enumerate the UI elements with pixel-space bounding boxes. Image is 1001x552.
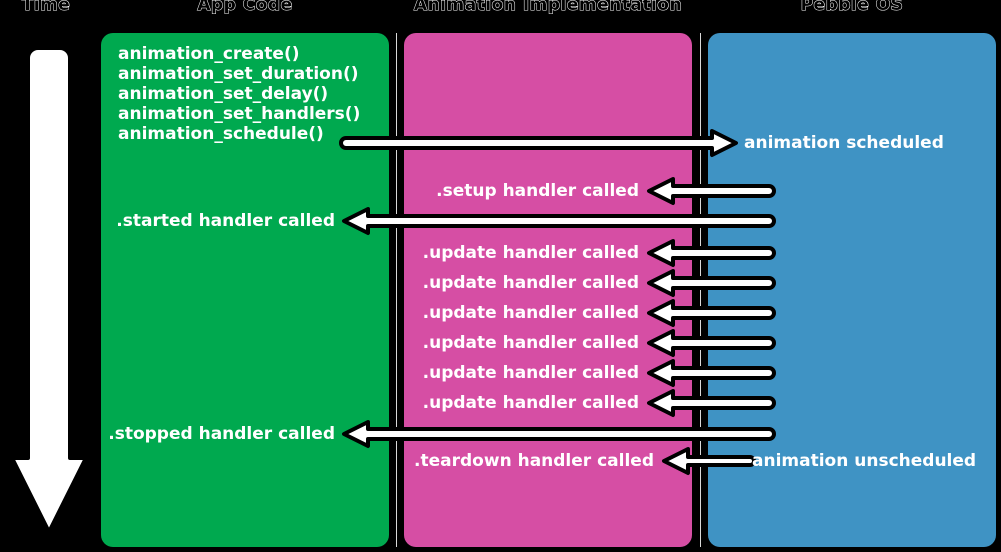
message-arrow-update-handler [645, 298, 776, 328]
message-arrow-update-handler [645, 238, 776, 268]
message-label-update-handler: .update handler called [422, 273, 639, 293]
message-arrow-update-handler [645, 358, 776, 388]
message-label-update-handler: .update handler called [422, 303, 639, 323]
app-code-call: animation_set_handlers() [118, 104, 361, 124]
app-code-call: animation_create() [118, 44, 300, 64]
app-code-call: animation_set_duration() [118, 64, 359, 84]
message-label-update-handler: .update handler called [422, 333, 639, 353]
app-code-call: animation_set_delay() [118, 84, 329, 104]
message-label-started-handler: .started handler called [116, 211, 335, 231]
message-arrow-animation-scheduled [339, 128, 740, 158]
message-arrow-setup-handler [645, 176, 776, 206]
lane-animation-implementation [404, 33, 692, 547]
column-header-time: Time [21, 0, 71, 16]
lane-app-code [101, 33, 389, 547]
message-arrow-update-handler [645, 268, 776, 298]
message-arrow-update-handler [645, 328, 776, 358]
message-arrow-update-handler [645, 388, 776, 418]
message-label-animation-scheduled: animation scheduled [744, 133, 944, 153]
message-label-update-handler: .update handler called [422, 243, 639, 263]
column-header-pebble-os: Pebble OS [800, 0, 904, 16]
app-code-call: animation_schedule() [118, 124, 324, 144]
column-header-animation-implementation: Animation Implementation [413, 0, 683, 16]
message-label-teardown-handler: .teardown handler called [414, 451, 654, 471]
message-label-update-handler: .update handler called [422, 363, 639, 383]
message-label-setup-handler: .setup handler called [436, 181, 639, 201]
message-arrow-started-handler [340, 206, 776, 236]
message-arrow-teardown-handler [660, 446, 756, 476]
message-arrow-stopped-handler [340, 419, 776, 449]
column-header-app-code: App Code [197, 0, 293, 16]
message-label-update-handler: .update handler called [422, 393, 639, 413]
time-arrow-icon [10, 40, 88, 540]
lane-divider-app-impl [396, 33, 397, 547]
message-label-stopped-handler: .stopped handler called [108, 424, 335, 444]
app-code-call-list: animation_create() animation_set_duratio… [118, 44, 388, 144]
message-label-animation-unscheduled: animation unscheduled [752, 451, 977, 471]
